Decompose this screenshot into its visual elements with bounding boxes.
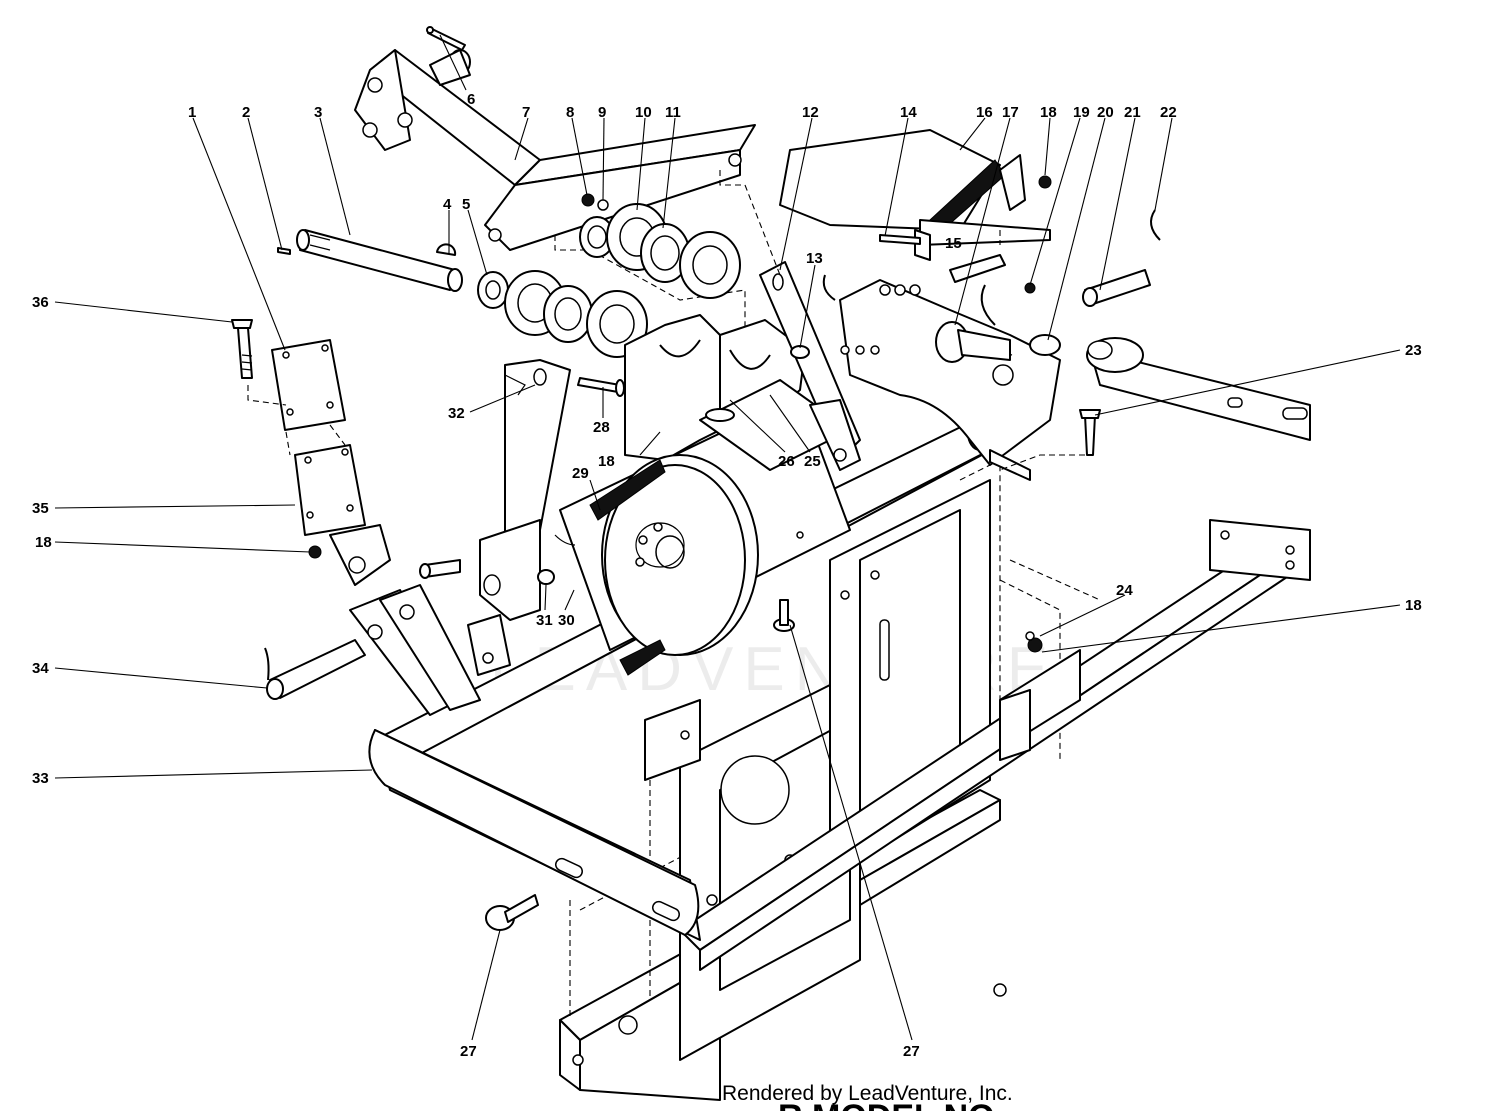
- footer-credit: Rendered by LeadVenture, Inc.: [722, 1082, 1013, 1105]
- label-28: 28: [593, 419, 610, 436]
- right-small-parts: [822, 175, 1161, 653]
- label-14: 14: [900, 104, 917, 121]
- pivot-housing: [839, 279, 1061, 481]
- shaft-3: [277, 229, 463, 292]
- label-22: 22: [1160, 104, 1177, 121]
- label-25: 25: [804, 453, 821, 470]
- carriage-bolt-27-right: [773, 599, 795, 632]
- link-12: [719, 170, 861, 471]
- label-15: 15: [945, 235, 962, 252]
- label-5: 5: [462, 196, 470, 213]
- label-6: 6: [467, 91, 475, 108]
- label-19: 19: [1073, 104, 1090, 121]
- label-33: 33: [32, 770, 49, 787]
- pin-28: [577, 377, 625, 397]
- label-20: 20: [1097, 104, 1114, 121]
- label-16: 16: [976, 104, 993, 121]
- label-31: 31: [536, 612, 553, 629]
- label-27-right: 27: [903, 1043, 920, 1060]
- plate-1: [247, 339, 366, 536]
- label-12: 12: [802, 104, 819, 121]
- bearing-stack: [477, 193, 746, 358]
- belt-guard-16: [779, 129, 1051, 261]
- label-13: 13: [806, 250, 823, 267]
- label-26: 26: [778, 453, 795, 470]
- label-18-top: 18: [1040, 104, 1057, 121]
- label-36: 36: [32, 294, 49, 311]
- left-bracket: [264, 524, 481, 716]
- label-4: 4: [443, 196, 452, 213]
- label-18-left: 18: [35, 534, 52, 551]
- label-17: 17: [1002, 104, 1019, 121]
- label-21: 21: [1124, 104, 1141, 121]
- label-27-left: 27: [460, 1043, 477, 1060]
- label-8: 8: [566, 104, 574, 121]
- label-34: 34: [32, 660, 49, 677]
- label-30: 30: [558, 612, 575, 629]
- label-11: 11: [665, 104, 681, 121]
- carriage-bolt-27-left: [485, 894, 539, 931]
- footer-model-line: R MODEL NO: [778, 1098, 995, 1111]
- label-2: 2: [242, 104, 250, 121]
- pulley-29: [589, 454, 759, 676]
- rear-rail-assembly: [679, 519, 1311, 971]
- bolt-36: [231, 319, 253, 379]
- label-10: 10: [635, 104, 652, 121]
- label-24: 24: [1116, 582, 1133, 599]
- label-35: 35: [32, 500, 49, 517]
- label-23: 23: [1405, 342, 1422, 359]
- label-32: 32: [448, 405, 465, 422]
- label-1: 1: [188, 104, 196, 121]
- idler-arm-32: [419, 359, 576, 676]
- label-18-right: 18: [1405, 597, 1422, 614]
- lift-arm-7: [354, 49, 756, 251]
- pin-6: [426, 26, 466, 51]
- leader-lines: [54, 34, 1401, 1041]
- callout-labels: 1 2 3 4 5 6 7 8 9 10 11 12 13 14 15 16 1…: [32, 91, 1422, 1060]
- label-7: 7: [522, 104, 530, 121]
- label-9: 9: [598, 104, 606, 121]
- label-29: 29: [572, 465, 589, 482]
- label-3: 3: [314, 104, 322, 121]
- label-18-center: 18: [598, 453, 615, 470]
